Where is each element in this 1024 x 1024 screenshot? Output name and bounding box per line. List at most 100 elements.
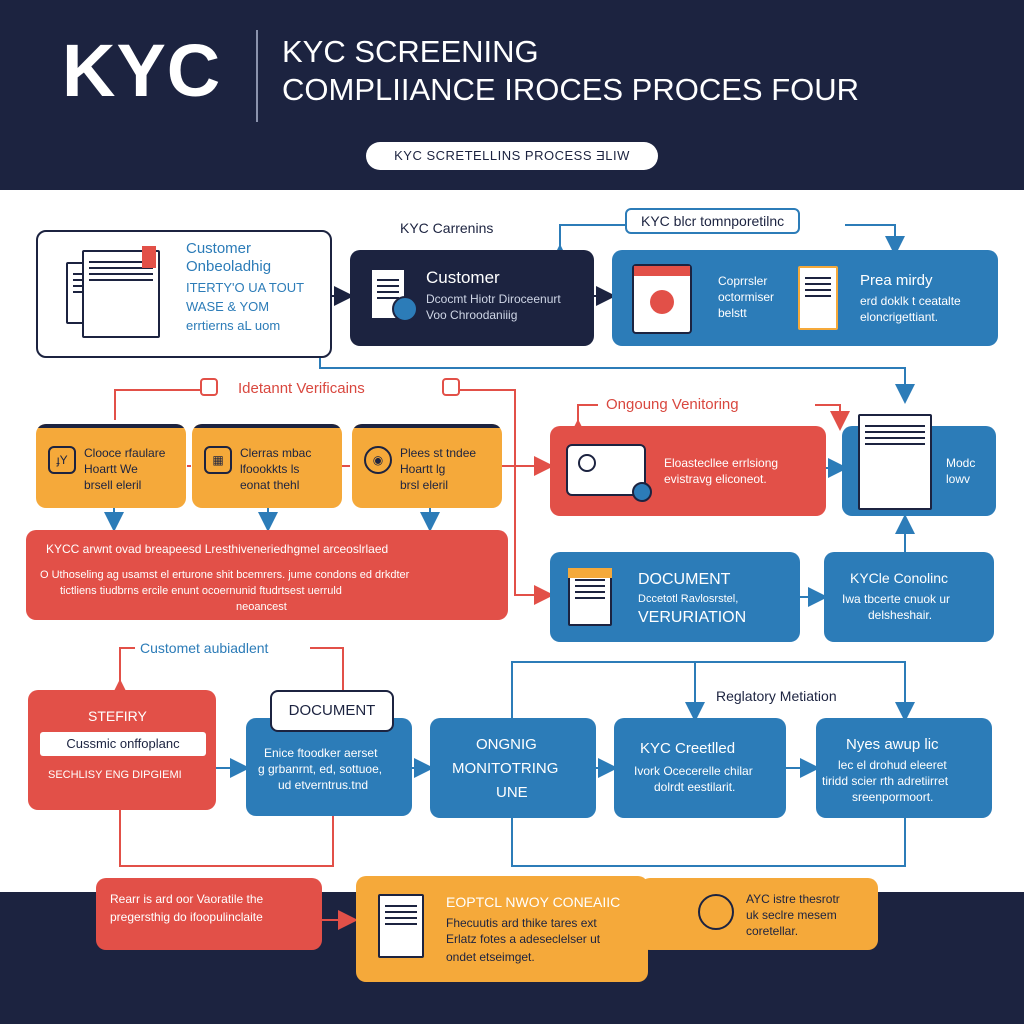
report-icon <box>798 266 838 330</box>
document-tab: DOCUMENT <box>270 690 394 732</box>
onboarding-line1: ITERTY'O UA TOUT <box>186 280 305 295</box>
identity-card-line1: Plees st tndee <box>400 446 477 460</box>
bottom-right-card: AYC istre thesrotr uk seclre mesem coret… <box>640 878 878 950</box>
kyc-credited-title: KYC Creetlled <box>640 740 736 757</box>
document-card: Enice ftoodker aerset g grbanrnt, ed, so… <box>246 718 412 816</box>
onboarding-title: Customer Onbeoladhig <box>186 240 272 275</box>
ongnig-card: ONGNIG MONITOTRING UNE <box>430 718 596 818</box>
page-title-line1: KYC SCREENING <box>282 34 539 69</box>
globe-icon <box>392 296 418 322</box>
id-card-icon: ▦ <box>204 446 232 474</box>
customer-line1: Dcocmt Hiotr Diroceenurt <box>426 292 561 306</box>
identity-card-line3: eonat thehl <box>240 478 300 492</box>
bottom-red-line2: pregersthig do ifoopulinclaite <box>110 910 263 924</box>
marker-right <box>442 378 460 396</box>
summary-line2: tictliens tiudbrns ercile enunt ocoernun… <box>60 585 342 597</box>
document-icon <box>82 250 160 338</box>
kyc-onoline-line2: delsheshair. <box>868 608 933 622</box>
kyc-credited-line2: dolrdt eestilarit. <box>654 780 736 794</box>
kyc-credited-card: KYC Creetlled Ivork Ocecerelle chilar do… <box>614 718 786 818</box>
identity-card-3: ◉ Plees st tndee Hoartt lg brsl eleril <box>352 424 502 508</box>
kyc-onoline-line1: Iwa tbcerte cnuok ur <box>842 592 951 606</box>
identity-card-1: ɟY Clooce rfaulare Hoartt We brsell eler… <box>36 424 186 508</box>
process-flow-pill: KYC SCRETELLINS PROCESS ƎLIW <box>366 142 658 170</box>
bottom-right-line3: coretellar. <box>746 924 799 938</box>
stefiry-pill: Cussmic onffoplanc <box>40 732 206 756</box>
summary-line3: neoancest <box>236 601 287 613</box>
bottom-orange-title: EOPTCL NWOY CONEAIIC <box>446 894 621 910</box>
side-line1: Modc <box>946 456 976 470</box>
side-line2: lowv <box>946 472 971 486</box>
kyc-onoline-card: KYCle Conolinc Iwa tbcerte cnuok ur dels… <box>824 552 994 642</box>
document-icon <box>378 894 424 958</box>
stefiry-line: SECHLISY ENG DIPGIEMI <box>48 769 182 781</box>
onboarding-line3: errtierns aL uom <box>186 318 281 333</box>
bottom-orange-line1: Fhecuutis ard thike tares ext <box>446 916 597 930</box>
bookmark-icon <box>142 246 156 268</box>
document-card-line3: ud etverntrus.tnd <box>278 778 369 792</box>
bottom-right-line1: AYC istre thesrotr <box>746 892 840 906</box>
label-kyc-carrenins: KYC Carrenins <box>400 220 494 236</box>
ongnig-line1: ONGNIG <box>476 736 537 753</box>
identity-card-line3: brsl eleril <box>400 478 449 492</box>
label-regulatory: Reglatory Metiation <box>716 688 837 704</box>
label-customet: Customet aubiadlent <box>140 640 269 656</box>
summary-title: KYCC arwnt ovad breapeesd Lresthivenerie… <box>46 542 389 556</box>
id-card-icon <box>566 444 652 502</box>
document-verif-title2: VERURIATION <box>638 609 747 626</box>
label-top-right: KYC blcr tomnporetilnc <box>625 208 801 234</box>
bottom-red-line1: Rearr is ard oor Vaoratile the <box>110 892 264 906</box>
header-band: KYC KYC SCREENING COMPLIIANCE IROCES PRO… <box>0 0 1024 190</box>
stefiry-title: STEFIRY <box>88 708 147 724</box>
bottom-right-line2: uk seclre mesem <box>746 908 837 922</box>
right-card-title: Prea mirdy <box>860 272 933 289</box>
identity-card-line1: Clerras mbac <box>240 446 312 460</box>
nyes-line3: sreenpormoort. <box>852 790 934 804</box>
bank-icon <box>698 894 734 930</box>
nyes-card: Nyes awup lic lec el drohud eleeret tiri… <box>816 718 992 818</box>
identity-card-2: ▦ Clerras mbac lfoookkts ls eonat thehl <box>192 424 342 508</box>
header-divider <box>256 30 258 122</box>
ongnig-line3: UNE <box>496 784 528 801</box>
customer-card: Customer Dcocmt Hiotr Diroceenurt Voo Ch… <box>350 250 594 346</box>
id-badge-icon: ɟY <box>48 446 76 474</box>
bottom-orange-line3: ondet etseimget. <box>446 950 535 964</box>
kyc-credited-line1: Ivork Ocecerelle chilar <box>634 764 753 778</box>
customer-title: Customer <box>426 268 500 287</box>
right-card-line2: eloncrigettiant. <box>860 310 939 324</box>
stefiry-card: STEFIRY Cussmic onffoplanc SECHLISY ENG … <box>28 690 216 810</box>
nyes-line1: lec el drohud eleeret <box>838 758 947 772</box>
onboarding-card: Customer Onbeoladhig ITERTY'O UA TOUT WA… <box>36 230 332 358</box>
bottom-orange-line2: Erlatz fotes a adeseclelser ut <box>446 932 601 946</box>
document-header-stripe <box>568 568 612 578</box>
identity-card-line3: brsell eleril <box>84 478 142 492</box>
right-card-line1: erd doklk t ceatalte <box>860 294 961 308</box>
right-card-left-text2: octormiser <box>718 290 775 304</box>
ongnig-line2: MONITOTRING <box>452 760 559 777</box>
page-title-line2: COMPLIIANCE IROCES PROCES FOUR <box>282 72 860 107</box>
summary-line1: O Uthoseling ag usamst el erturone shit … <box>40 569 410 581</box>
customer-line2: Voo Chroodaniiig <box>426 308 518 322</box>
identity-label: Idetannt Verificains <box>238 380 365 397</box>
bottom-orange-card: EOPTCL NWOY CONEAIIC Fhecuutis ard thike… <box>356 876 648 982</box>
user-icon: ◉ <box>364 446 392 474</box>
report-chart-icon <box>858 414 932 510</box>
right-card-left-text1: Coprrsler <box>718 274 768 288</box>
kyc-onoline-title: KYCle Conolinc <box>850 570 949 586</box>
document-verif-title1: DOCUMENT <box>638 571 731 588</box>
identity-card-line1: Clooce rfaulare <box>84 446 166 460</box>
bottom-red-card: Rearr is ard oor Vaoratile the pregersth… <box>96 878 322 950</box>
calendar-icon <box>632 264 692 334</box>
top-right-card: Coprrsler octormiser belstt Prea mirdy e… <box>612 250 998 346</box>
identity-card-line2: Hoartt We <box>84 462 138 476</box>
right-card-left-text3: belstt <box>718 306 747 320</box>
document-card-line1: Enice ftoodker aerset <box>264 746 378 760</box>
ongoing-label: Ongoung Venitoring <box>606 396 739 413</box>
nyes-line2: tiridd scier rth adretiirret <box>822 774 949 788</box>
document-verification-card: DOCUMENT Dccetotl Ravlosrstel, VERURIATI… <box>550 552 800 642</box>
document-card-line2: g grbanrnt, ed, sottuoe, <box>258 762 383 776</box>
marker-left <box>200 378 218 396</box>
identity-summary-card: KYCC arwnt ovad breapeesd Lresthivenerie… <box>26 530 508 620</box>
ongoing-card: Eloastecllee errlsiong evistravg elicone… <box>550 426 826 516</box>
